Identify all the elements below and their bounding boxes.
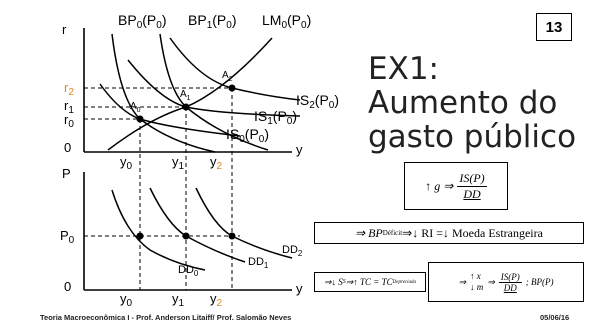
tick-r0: r0: [64, 112, 74, 130]
point-a1: [182, 103, 190, 111]
equation-box-1: ↑ g ⇒ IS(P) DD: [404, 162, 508, 210]
label-dd2: DD2: [282, 244, 303, 258]
equation-box-4: ⇒ ↑ x ↓ m ⇒ IS(P) DD ; BP(P): [428, 262, 584, 302]
box1-lead: ↑ g ⇒: [425, 178, 454, 193]
label-dd1: DD1: [248, 256, 269, 270]
point-a0: [136, 115, 144, 123]
dd1-curve: [149, 187, 246, 263]
axis-label-origin-top: 0: [64, 140, 72, 155]
box1-fraction: IS(P) DD: [457, 170, 487, 201]
label-lm0: LM0(P0): [262, 12, 312, 31]
tick-r1: r1: [64, 98, 74, 116]
label-a2: A2: [222, 70, 233, 83]
tick-y1-top: y1: [172, 154, 185, 172]
label-a1: A1: [180, 89, 191, 102]
is0-curve: [99, 83, 241, 137]
tick-y0-top: y0: [120, 154, 133, 172]
slide-title: EX1: Aumento do gasto público: [368, 51, 577, 155]
point-a2: [228, 84, 236, 92]
slide-number: 13: [536, 13, 572, 41]
label-a0: A0: [130, 101, 141, 114]
axis-label-r: r: [62, 22, 67, 37]
axis-label-p: P: [62, 166, 71, 181]
axis-label-origin-bottom: 0: [64, 279, 72, 294]
label-dd0: DD0: [178, 264, 199, 278]
label-bp1: BP1(P0): [188, 12, 237, 31]
axis-label-y-bottom: y: [296, 281, 303, 296]
tick-r2: r2: [64, 80, 74, 98]
point-d2: [228, 232, 236, 240]
tick-y0-bottom: y0: [120, 291, 133, 309]
point-d0: [136, 232, 144, 240]
tick-y2-bottom: y2: [210, 291, 223, 309]
axis-label-y-top: y: [296, 142, 303, 157]
tick-y1-bottom: y1: [172, 291, 185, 309]
tick-p0: P0: [60, 228, 75, 246]
label-is1: IS1(P0): [254, 108, 298, 127]
label-is0: IS0(P0): [226, 126, 270, 145]
label-bp0: BP0(P0): [118, 12, 167, 31]
point-d1: [182, 232, 190, 240]
label-is2: IS2(P0): [296, 92, 340, 111]
dd0-curve: [111, 189, 206, 271]
footer-date: 05/06/16: [540, 313, 570, 322]
tick-y2-top: y2: [210, 154, 223, 172]
footer-credits: Teoria Macroeconômica I - Prof. Anderson…: [40, 313, 292, 322]
